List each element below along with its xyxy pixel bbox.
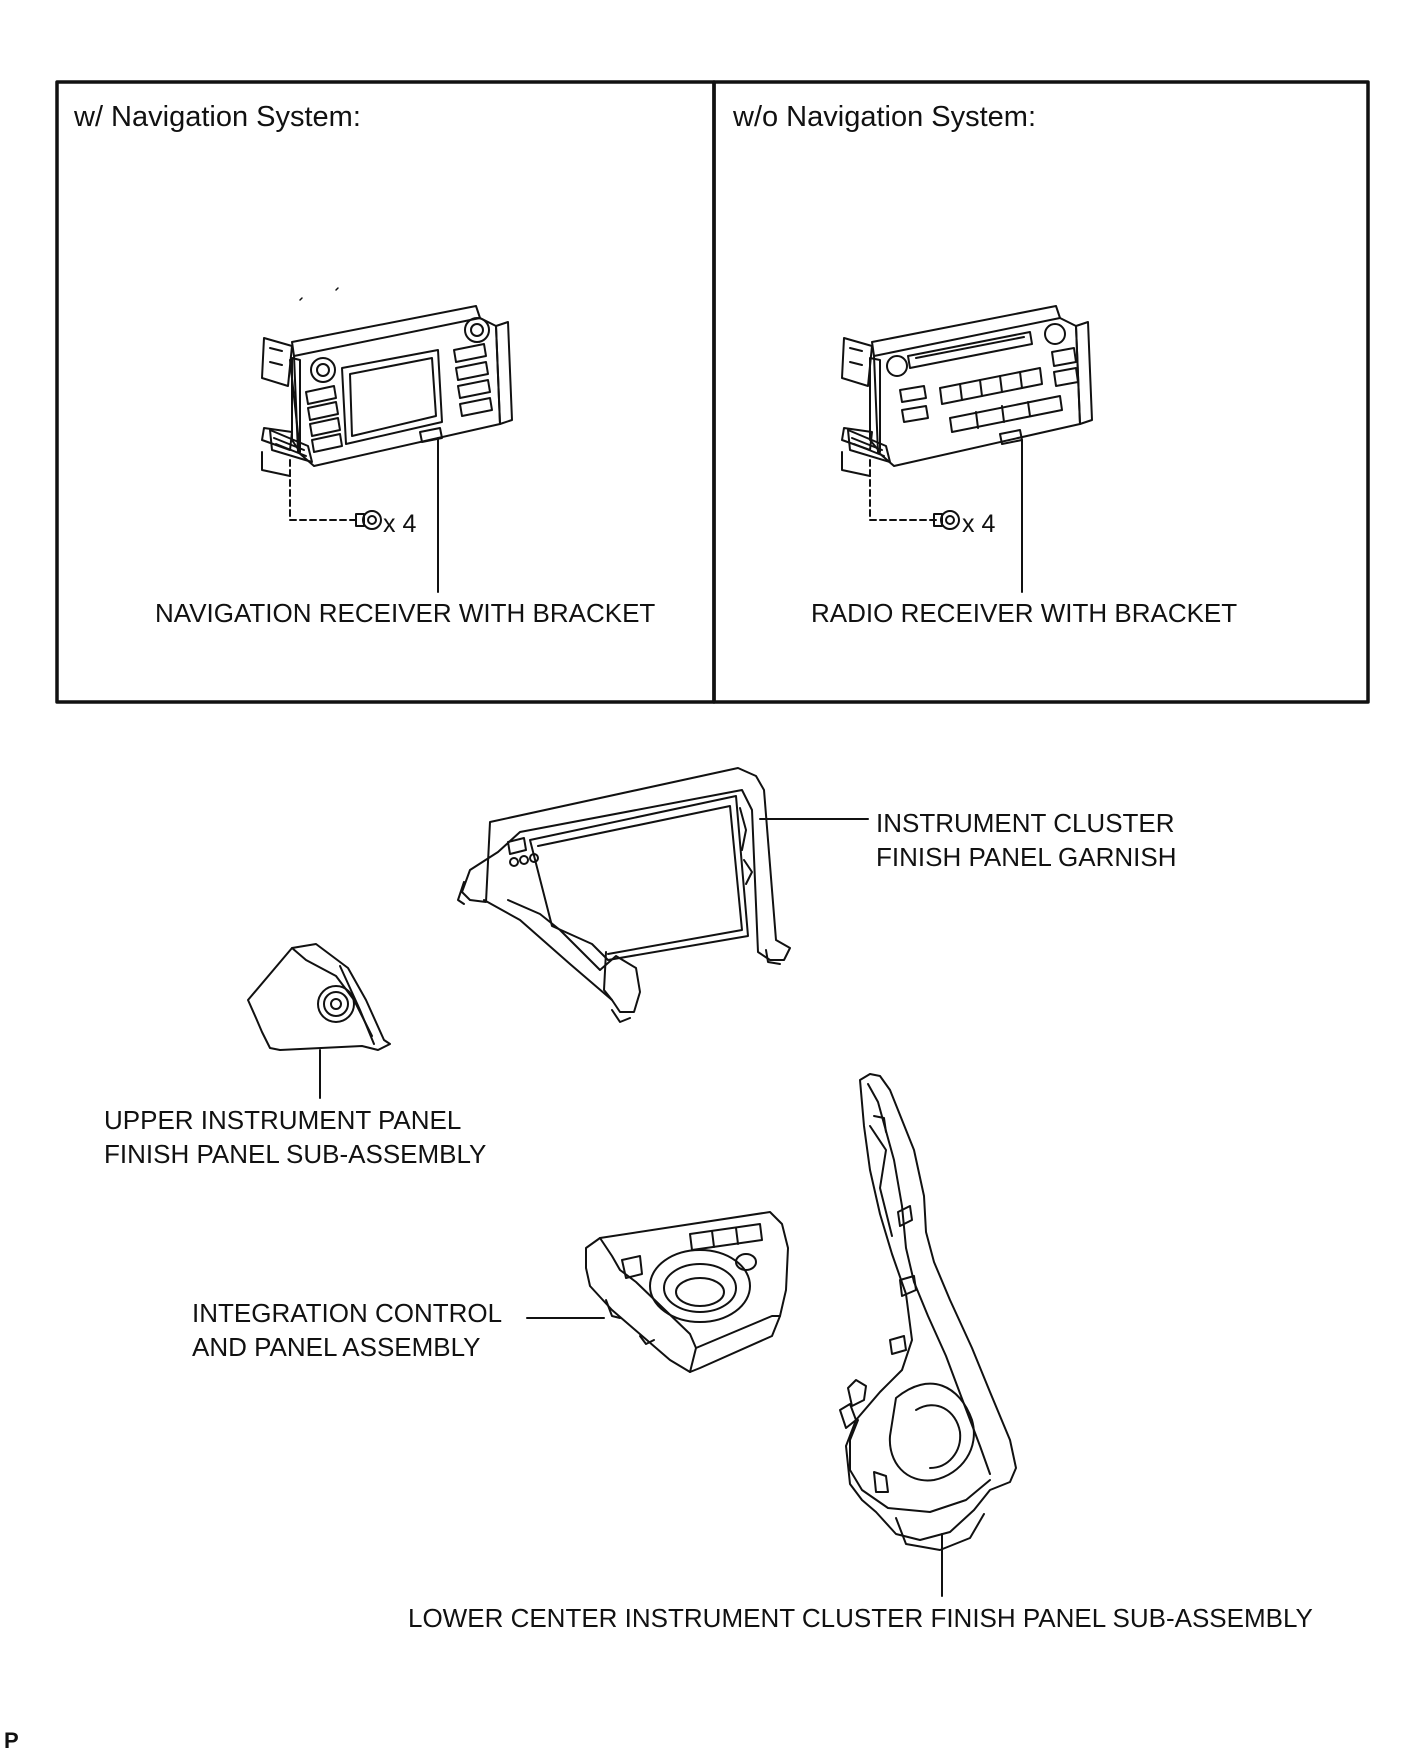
integration-label-line1: INTEGRATION CONTROL	[192, 1298, 503, 1328]
navigation-bolt-callout	[289, 459, 382, 530]
radio-receiver-label: RADIO RECEIVER WITH BRACKET	[811, 598, 1238, 628]
without-navigation-heading: w/o Navigation System:	[733, 101, 1037, 133]
integration-label-line2: AND PANEL ASSEMBLY	[192, 1332, 481, 1362]
navigation-receiver-drawing	[261, 287, 513, 477]
lower-center-panel-label: LOWER CENTER INSTRUMENT CLUSTER FINISH P…	[408, 1603, 1313, 1633]
garnish-label-line1: INSTRUMENT CLUSTER	[876, 808, 1175, 838]
garnish-drawing	[457, 767, 791, 1023]
upper-panel-drawing	[247, 943, 391, 1051]
panel-frame-without-navigation	[712, 80, 1370, 704]
radio-bolt-callout	[869, 459, 960, 530]
footer-mark: P	[4, 1728, 19, 1753]
navigation-receiver-label: NAVIGATION RECEIVER WITH BRACKET	[155, 598, 656, 628]
lower-center-panel-drawing	[839, 1073, 1017, 1551]
integration-control-drawing	[585, 1211, 789, 1373]
with-navigation-heading: w/ Navigation System:	[74, 101, 361, 133]
upper-panel-label-line1: UPPER INSTRUMENT PANEL	[104, 1105, 462, 1135]
navigation-bolt-quantity: x 4	[383, 510, 417, 538]
upper-panel-label-line2: FINISH PANEL SUB-ASSEMBLY	[104, 1139, 487, 1169]
radio-bolt-quantity: x 4	[962, 510, 996, 538]
radio-receiver-drawing	[841, 305, 1093, 477]
garnish-label-line2: FINISH PANEL GARNISH	[876, 842, 1177, 872]
